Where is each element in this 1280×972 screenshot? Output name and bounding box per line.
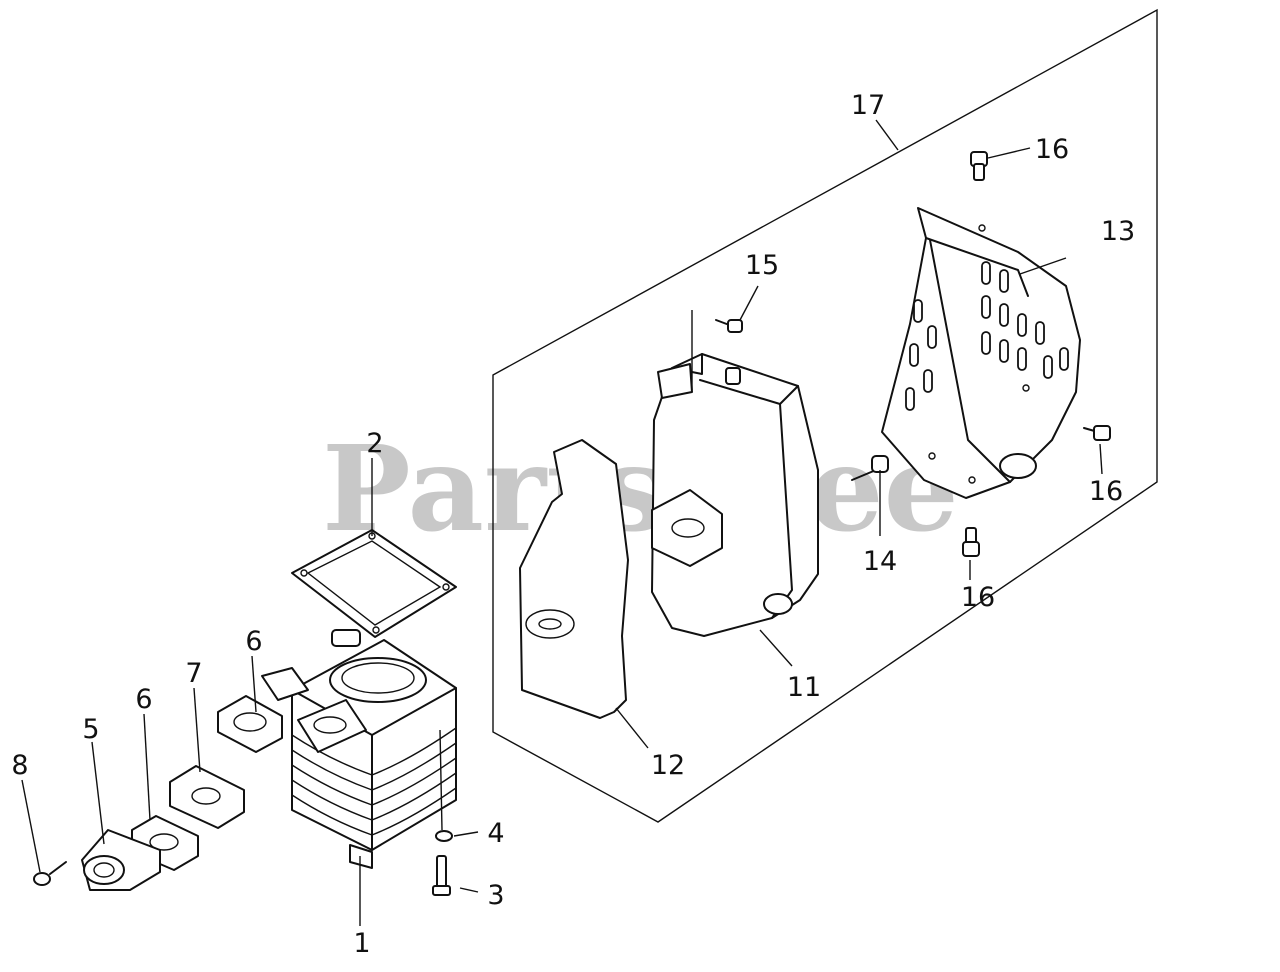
- callout-16-top: 16: [1035, 134, 1069, 165]
- callout-5: 5: [82, 714, 99, 745]
- part-5-intake-manifold: [81, 829, 161, 891]
- part-1-cylinder: [261, 629, 457, 869]
- callout-12: 12: [651, 750, 685, 781]
- callout-17: 17: [851, 90, 885, 121]
- callout-6-left: 6: [135, 684, 152, 715]
- part-6-gasket-right: [217, 695, 283, 753]
- part-2-gasket: [291, 529, 457, 638]
- part-16-screw-top: [970, 151, 988, 181]
- callout-16-bottom: 16: [961, 582, 995, 613]
- callout-13: 13: [1101, 216, 1135, 247]
- part-7-insulator: [169, 765, 245, 829]
- callout-2: 2: [366, 428, 383, 459]
- part-8-screw: [33, 861, 67, 886]
- part-16-screw-bottom: [962, 527, 980, 557]
- callout-3: 3: [487, 880, 504, 911]
- callout-11: 11: [787, 672, 821, 703]
- callout-8: 8: [11, 750, 28, 781]
- callout-4: 4: [487, 818, 504, 849]
- part-11-muffler: [651, 353, 819, 637]
- callout-6-right: 6: [245, 626, 262, 657]
- watermark-text: PartsTree: [322, 419, 959, 558]
- callout-14: 14: [863, 546, 897, 577]
- part-13-muffler-cover: [881, 207, 1081, 499]
- part-4-washer: [435, 830, 453, 842]
- part-15-screw: [715, 319, 743, 333]
- muffler-kit-boundary: [492, 8, 1158, 823]
- callout-15: 15: [745, 250, 779, 281]
- leader-lines: [21, 119, 1103, 926]
- callout-7: 7: [185, 658, 202, 689]
- part-12-heat-shield: [519, 439, 629, 719]
- callout-labels: 2 1 3 4 5 6 7 6 8 11 12 13 14 15 16 16 1…: [11, 90, 1135, 959]
- part-3-bolt: [432, 855, 451, 896]
- callout-1: 1: [353, 928, 370, 959]
- partstree-watermark: PartsTree TM: [322, 419, 959, 558]
- callout-16-right: 16: [1089, 476, 1123, 507]
- part-14-screw: [851, 455, 889, 481]
- part-16-screw-right: [1083, 425, 1111, 441]
